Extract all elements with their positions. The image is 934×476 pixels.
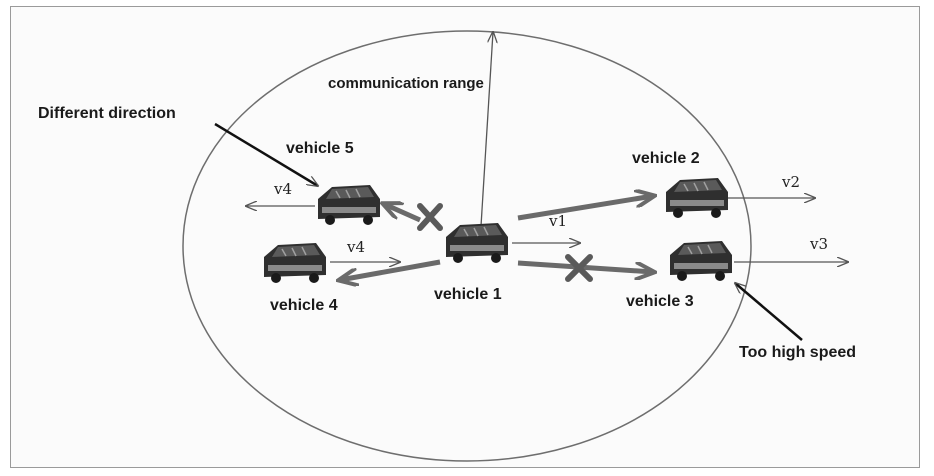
velocity-v1-label: v1 <box>549 212 568 230</box>
vehicle-5-car <box>317 184 381 226</box>
different-direction-pointer <box>214 122 318 186</box>
link-arrow-vehicle-3 <box>517 260 653 272</box>
vehicle-5-label: vehicle 5 <box>286 140 354 157</box>
communication-range-arrow <box>480 32 493 227</box>
communication-range-label: communication range <box>328 75 484 92</box>
link-arrow-vehicle-5 <box>384 204 422 223</box>
communication-range-circle <box>182 30 752 462</box>
velocity-v4-top-label: v4 <box>274 180 293 198</box>
vehicle-3-car <box>669 240 733 282</box>
link-arrow-vehicle-4 <box>340 259 441 280</box>
velocity-v4-bottom-label: v4 <box>347 238 366 256</box>
vehicle-4-label: vehicle 4 <box>270 297 338 314</box>
link-arrow-vehicle-2 <box>517 196 653 221</box>
vehicle-3-label: vehicle 3 <box>626 293 694 310</box>
vehicle-2-label: vehicle 2 <box>632 150 700 167</box>
different-direction-label: Different direction <box>38 105 176 122</box>
vehicle-1-label: vehicle 1 <box>434 286 502 303</box>
velocity-v2-label: v2 <box>782 173 801 191</box>
blocked-cross-vehicle-5 <box>417 203 443 231</box>
vehicle-4-car <box>263 242 327 284</box>
too-high-speed-pointer <box>735 283 803 341</box>
too-high-speed-label: Too high speed <box>739 344 857 361</box>
vehicle-2-car <box>665 177 729 219</box>
vehicle-1-car <box>445 222 509 264</box>
velocity-v3-label: v3 <box>810 235 829 253</box>
blocked-cross-vehicle-3 <box>565 254 593 282</box>
